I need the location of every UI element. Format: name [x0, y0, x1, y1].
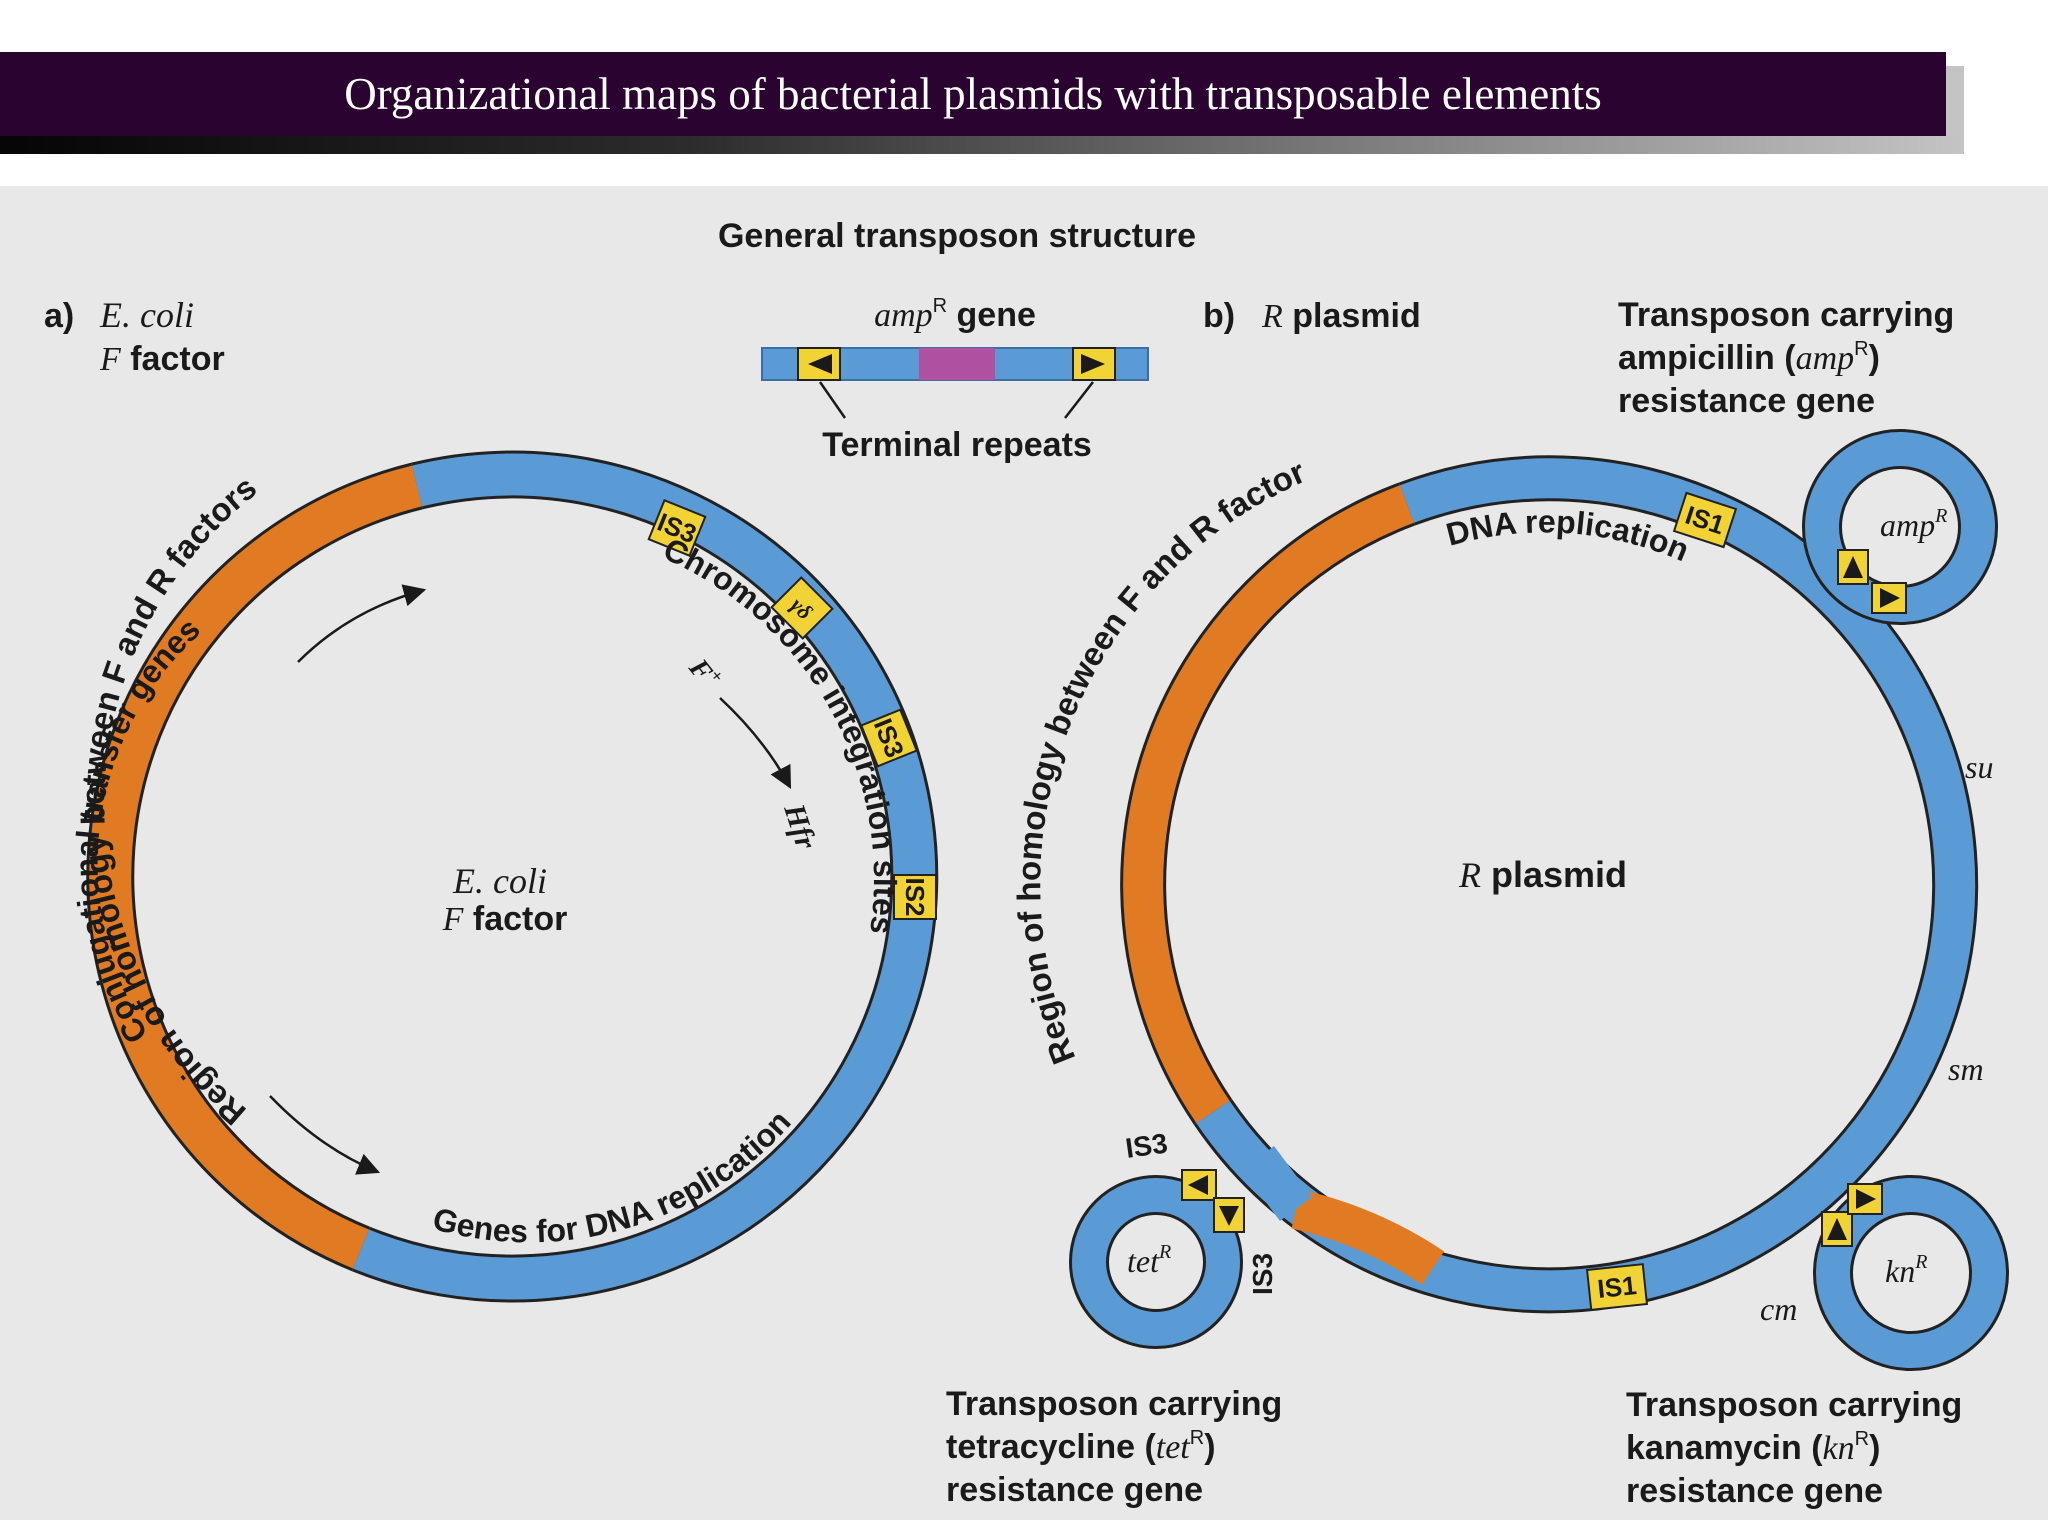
tet-caption: Transposon carrying tetracycline (tetR) … [946, 1385, 1282, 1509]
kn-caption-line3: resistance gene [1626, 1472, 1883, 1510]
amp-caption-line1: Transposon carrying [1618, 296, 1954, 334]
kn-caption: Transposon carrying kanamycin (knR) resi… [1626, 1386, 1962, 1510]
is-element-is3-top [647, 498, 707, 558]
f-outline-blue [352, 450, 939, 1303]
tet-loop-label: tetR [1127, 1241, 1171, 1279]
cm-label: cm [1760, 1291, 1797, 1327]
r-plasmid-map: IS1 IS1 ampR tetR knR Region of homology… [1010, 429, 2009, 1371]
panel-a-heading: a) E. coli F factor [44, 295, 225, 378]
title-underline [0, 136, 1964, 154]
center-factor-a: F factor [442, 900, 568, 938]
tet-loop [1072, 1178, 1240, 1346]
is1-top [1672, 491, 1738, 549]
hfr-label: Hfr [777, 799, 823, 853]
amp-repeat-arrow-2 [1880, 588, 1900, 608]
general-transposon-structure: General transposon structure ampR gene T… [718, 217, 1196, 464]
panel-a-organism: E. coli [99, 295, 194, 335]
amp-caption: Transposon carrying ampicillin (ampR) re… [1618, 296, 1954, 420]
r-homology-arc-lower [1291, 1189, 1445, 1285]
is2-label: IS2 [900, 877, 930, 916]
kn-caption-line1: Transposon carrying [1626, 1386, 1962, 1424]
r-homology-arc [1123, 485, 1415, 1124]
pointer-left [818, 381, 847, 419]
transfer-arrow-bottom [269, 1095, 381, 1175]
panel-a-letter: a) [44, 297, 74, 335]
is-element-is2 [893, 874, 937, 920]
amp-gene-segment [919, 348, 995, 380]
kn-repeat-arrow-2 [1856, 1189, 1876, 1209]
is-element-gamma-delta [770, 576, 834, 640]
f-plus-label: F+ [682, 650, 728, 695]
tet-caption-line1: Transposon carrying [946, 1385, 1282, 1423]
title-bar [0, 52, 1946, 136]
is-element-is3-right [859, 708, 919, 768]
panel-b-letter: b) [1203, 297, 1235, 335]
kn-repeat-arrow-1 [1827, 1218, 1847, 1240]
is1-bottom [1585, 1263, 1649, 1311]
terminal-repeats-label: Terminal repeats [822, 426, 1092, 464]
tet-caption-line3: resistance gene [946, 1471, 1203, 1509]
f-homology-arc [89, 465, 423, 1269]
amp-repeat-arrow-1 [1843, 556, 1863, 578]
tet-repeat-arrow-1 [1188, 1175, 1208, 1195]
sm-label: sm [1948, 1051, 1984, 1087]
terminal-repeat-arrow-right [1081, 354, 1105, 374]
kn-caption-line2: kanamycin (knR) [1626, 1428, 1880, 1467]
panel-a-factor: F factor [99, 340, 225, 378]
amp-gene-label: ampR gene [874, 295, 1036, 334]
page-title: Organizational maps of bacterial plasmid… [344, 69, 1602, 119]
center-organism-a: E. coli [452, 861, 547, 901]
general-heading: General transposon structure [718, 217, 1196, 255]
amp-caption-line3: resistance gene [1618, 382, 1875, 420]
amp-loop-label: ampR [1880, 505, 1947, 543]
f-factor-map: IS3 γδ IS3 IS2 Region of homology betwee… [69, 450, 939, 1303]
pointer-right [1064, 381, 1094, 419]
figure-panel [0, 186, 2048, 1520]
r-is3-segment [1241, 1146, 1313, 1221]
f-to-hfr-arrow [719, 697, 792, 789]
kn-loop [1816, 1178, 2006, 1368]
kn-loop-label: knR [1885, 1251, 1927, 1289]
is3-label-b-2: IS3 [1247, 1253, 1278, 1295]
terminal-repeat-arrow-left [808, 354, 832, 374]
is3-label-b-1: IS3 [1124, 1127, 1170, 1164]
panel-b-title: R plasmid [1261, 297, 1421, 335]
tet-caption-line2: tetracycline (tetR) [946, 1427, 1216, 1466]
is1-bottom-label: IS1 [1596, 1270, 1638, 1304]
su-label: su [1965, 749, 1993, 785]
transfer-arrow-top [297, 584, 427, 663]
tet-repeat-arrow-2 [1219, 1206, 1239, 1226]
center-r-plasmid: R plasmid [1458, 854, 1627, 895]
tet-repeat-2 [1213, 1197, 1245, 1233]
amp-caption-line2: ampicillin (ampR) [1618, 338, 1880, 377]
panel-b-heading: b) R plasmid [1203, 297, 1421, 335]
